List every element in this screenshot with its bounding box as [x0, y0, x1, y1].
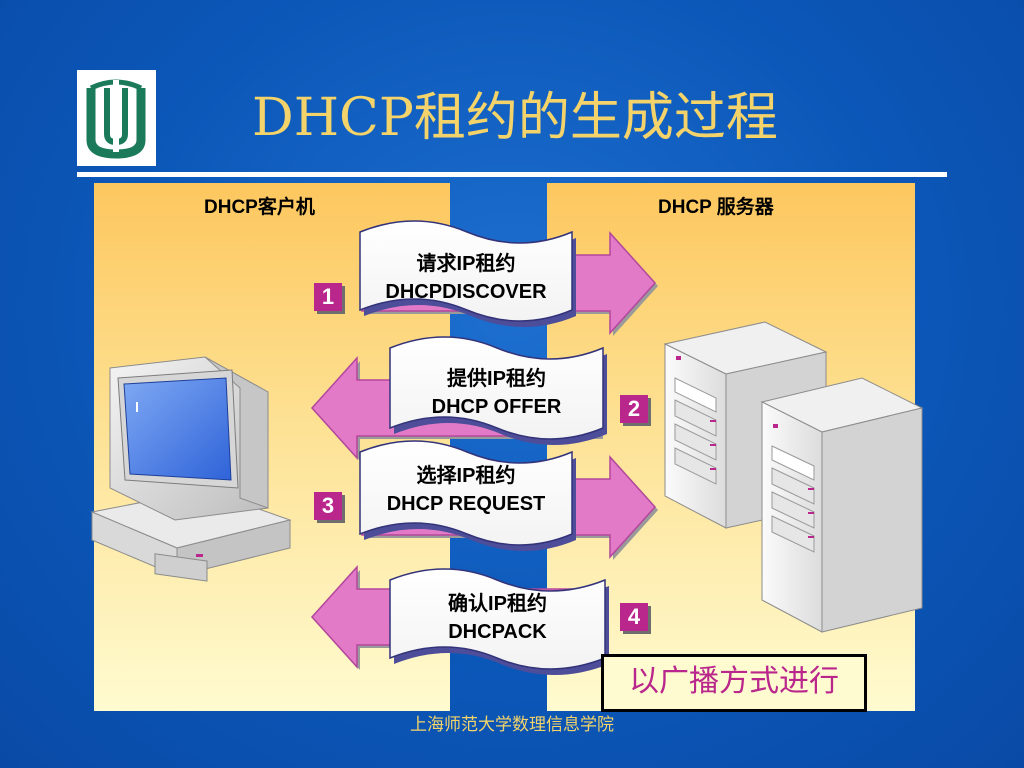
- step2-packet: DHCP OFFER: [431, 396, 562, 418]
- step2-label: 提供IP租约: [447, 368, 546, 390]
- step2-message: 提供IP租约 DHCP OFFER: [390, 365, 603, 421]
- step1-label: 请求IP租约: [416, 253, 516, 275]
- client-label: DHCP客户机: [204, 197, 315, 218]
- broadcast-note: 以广播方式进行: [601, 654, 867, 712]
- step4-message: 确认IP租约 DHCPACK: [390, 590, 605, 646]
- message-flag-step3: [359, 440, 576, 551]
- step1-message: 请求IP租约 DHCPDISCOVER: [360, 250, 572, 306]
- step4-packet: DHCPACK: [448, 621, 547, 643]
- university-logo-icon: [77, 70, 156, 166]
- page-title: DHCP租约的生成过程: [252, 88, 778, 148]
- title-divider: [77, 172, 947, 177]
- step3-badge: 3: [314, 492, 342, 520]
- desktop-computer-icon: [90, 356, 292, 582]
- step4-badge: 4: [620, 603, 648, 631]
- server-label: DHCP 服务器: [658, 197, 774, 218]
- step2-badge: 2: [620, 395, 648, 423]
- step1-packet: DHCPDISCOVER: [385, 281, 547, 303]
- step1-badge: 1: [314, 283, 342, 311]
- tower-server-icon: [760, 377, 924, 633]
- step3-packet: DHCP REQUEST: [386, 493, 546, 515]
- message-flag-step1: [359, 220, 576, 327]
- footer-text: 上海师范大学数理信息学院: [410, 715, 614, 735]
- message-flag-step2: [389, 336, 607, 445]
- step3-label: 选择IP租约: [416, 465, 516, 487]
- message-flag-step4: [389, 568, 609, 675]
- step4-label: 确认IP租约: [448, 593, 547, 615]
- step3-message: 选择IP租约 DHCP REQUEST: [360, 462, 572, 518]
